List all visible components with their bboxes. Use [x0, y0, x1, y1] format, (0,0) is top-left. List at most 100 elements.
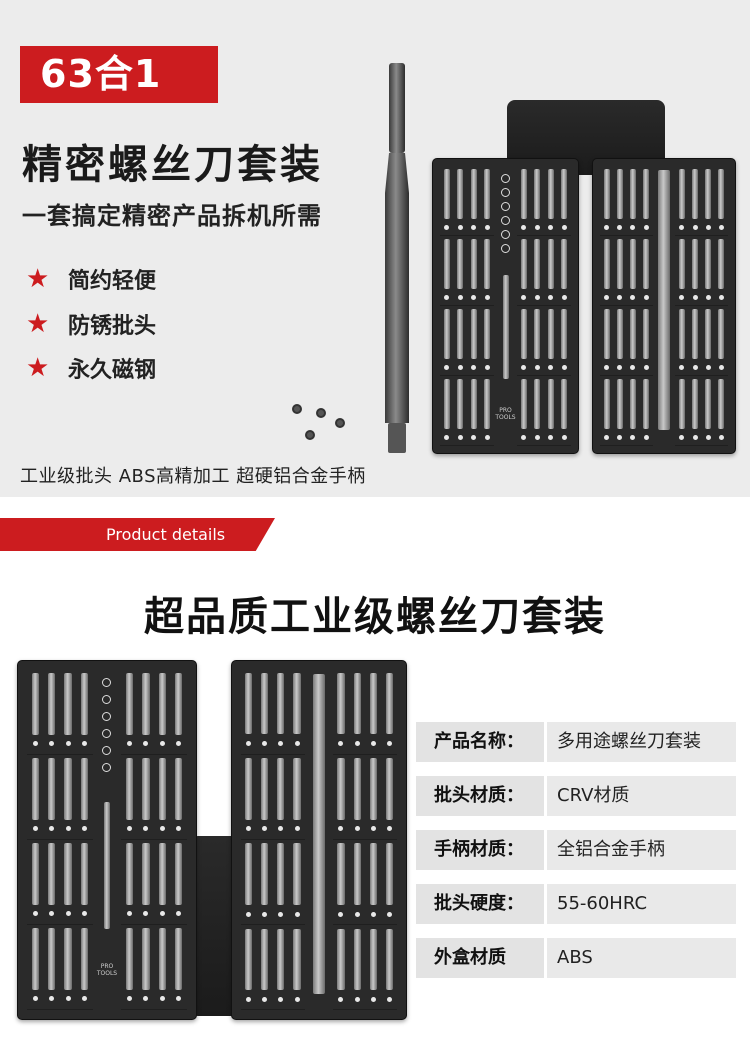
bit-size-dot	[294, 741, 300, 747]
bit-size-dot	[604, 434, 610, 440]
count-badge: 63合1	[20, 46, 218, 103]
bit-image	[385, 843, 393, 905]
bit-size-dot	[521, 294, 527, 300]
bit-image	[470, 308, 477, 360]
bit-size-dot	[65, 826, 71, 832]
bit-size-dot	[692, 364, 698, 370]
bit-size-dot	[692, 294, 698, 300]
bit-image	[470, 238, 477, 290]
bit-size-dot	[534, 364, 540, 370]
bit-size-dot	[126, 741, 132, 747]
bit-image	[64, 843, 72, 905]
bit-type-icon	[500, 174, 510, 184]
tray-divider	[517, 305, 571, 306]
bit-image	[457, 238, 464, 290]
bit-size-dot	[246, 996, 252, 1002]
bit-image	[679, 238, 685, 290]
bit-image	[643, 378, 649, 430]
bit-size-dot	[617, 294, 623, 300]
bit-size-dot	[561, 224, 567, 230]
tray-divider	[332, 753, 398, 755]
tray-divider	[240, 1009, 306, 1011]
tray-divider	[440, 374, 494, 376]
bit-image	[561, 378, 567, 429]
bit-image	[158, 673, 166, 735]
bit-image	[80, 673, 89, 735]
bit-tray-right-image	[231, 660, 407, 1020]
bit-size-dot	[354, 996, 360, 1002]
bit-type-icon	[102, 694, 111, 704]
bit-image	[31, 673, 39, 735]
bit-type-icon	[102, 745, 111, 755]
bit-size-dot	[521, 434, 527, 440]
bit-size-dot	[548, 224, 554, 230]
hero-section: 63合1 精密螺丝刀套装 一套搞定精密产品拆机所需 ★ 简约轻便 ★ 防锈批头 …	[0, 0, 750, 497]
bit-size-dot	[32, 741, 38, 747]
bit-size-dot	[65, 996, 71, 1002]
bit-size-dot	[386, 826, 392, 832]
bit-size-dot	[692, 224, 698, 230]
bit-size-dot	[484, 434, 490, 440]
bit-size-dot	[338, 741, 344, 747]
bit-image	[369, 843, 377, 905]
bit-image	[125, 673, 134, 735]
bit-size-dot	[457, 224, 463, 230]
screwdriver-handle-image	[658, 170, 670, 430]
feature-item: ★ 永久磁钢	[26, 352, 156, 384]
bit-size-dot	[630, 434, 636, 440]
spec-key: 批头硬度：	[416, 884, 544, 924]
bit-size-dot	[534, 294, 540, 300]
bit-image	[484, 378, 491, 429]
bit-size-dot	[444, 224, 450, 230]
bit-size-dot	[370, 996, 376, 1002]
bit-image	[353, 843, 361, 905]
bit-size-dot	[262, 911, 268, 917]
bit-image	[547, 378, 554, 429]
bit-image	[277, 928, 285, 990]
bit-image	[484, 238, 491, 290]
product-details-banner: Product details	[0, 518, 275, 551]
bit-image	[277, 758, 285, 820]
bit-image	[175, 928, 183, 990]
bit-size-dot	[484, 294, 490, 300]
spec-value: CRV材质	[547, 776, 736, 816]
bit-image	[245, 928, 253, 990]
bit-size-dot	[548, 364, 554, 370]
bit-image	[718, 308, 725, 360]
bit-image	[679, 378, 685, 430]
spec-value: 全铝合金手柄	[547, 830, 736, 870]
bit-size-dot	[444, 364, 450, 370]
bit-image	[484, 308, 491, 360]
bit-image	[444, 308, 450, 360]
bit-image	[705, 238, 712, 290]
bit-size-dot	[278, 911, 284, 917]
tray-divider	[26, 924, 93, 926]
bit-size-dot	[49, 911, 55, 917]
bit-image	[520, 308, 527, 360]
bit-image	[603, 238, 610, 290]
bit-size-dot	[246, 826, 252, 832]
bit-size-dot	[521, 224, 527, 230]
bit-image	[175, 673, 183, 735]
bit-image	[630, 168, 636, 220]
bit-image	[80, 843, 89, 905]
bit-image	[293, 928, 301, 990]
bit-size-dot	[534, 224, 540, 230]
bit-type-icon	[102, 677, 111, 687]
bit-image	[293, 673, 301, 735]
section-title: 超品质工业级螺丝刀套装	[144, 594, 606, 640]
tray-divider	[517, 444, 571, 446]
bit-image	[561, 238, 567, 290]
tray-divider	[121, 1009, 188, 1011]
tray-divider	[26, 1009, 93, 1011]
bit-image	[369, 928, 377, 990]
bit-image	[64, 928, 72, 990]
bit-image	[31, 758, 39, 820]
bit-image	[444, 238, 450, 290]
bit-size-dot	[643, 364, 649, 370]
star-icon: ★	[26, 309, 50, 339]
bit-image	[245, 758, 253, 820]
screw-image	[335, 418, 345, 428]
bit-size-dot	[718, 224, 724, 230]
bit-size-dot	[561, 294, 567, 300]
